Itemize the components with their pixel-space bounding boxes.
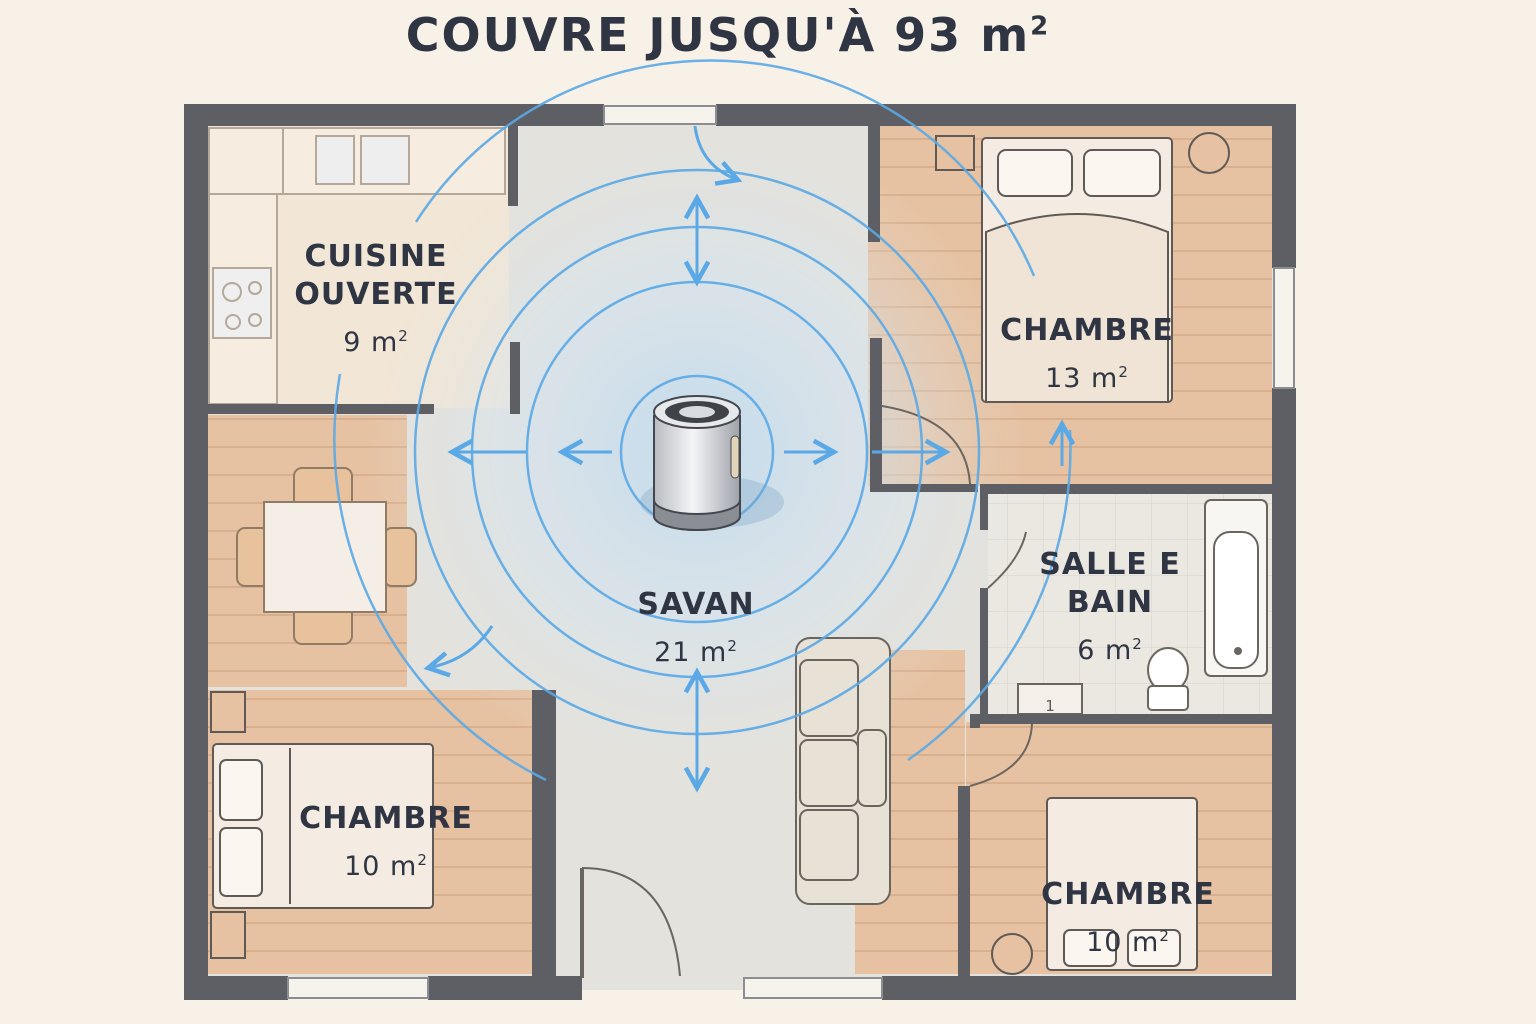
bedroom-bottom-left-name: CHAMBRE xyxy=(299,801,473,836)
bed-icon xyxy=(991,797,1198,975)
walls xyxy=(184,104,1296,1000)
kitchen-area-value: 9 m xyxy=(343,327,399,358)
title-text: COUVRE JUSQU'À 93 m xyxy=(405,8,1031,62)
room-label-bedroom-bottom-left: CHAMBRE 10 m2 xyxy=(286,800,486,889)
living-area-value: 21 m xyxy=(654,637,728,668)
living-name: SAVAN xyxy=(637,587,755,622)
living-area-sup: 2 xyxy=(727,637,738,655)
sink-icon xyxy=(315,135,355,185)
bathroom-area-sup: 2 xyxy=(1132,635,1143,653)
bedroom-bottom-right-area-value: 10 m xyxy=(1086,927,1160,958)
bathroom-name-line1: SALLE E xyxy=(1039,547,1181,582)
airflow-arrow-icon xyxy=(428,125,1062,788)
dining-table-icon xyxy=(236,467,417,645)
title-superscript: 2 xyxy=(1030,11,1051,42)
bed-icon xyxy=(210,691,434,959)
bathroom-name-line2: BAIN xyxy=(1066,585,1154,620)
bed-icon xyxy=(935,132,1230,403)
room-label-kitchen: CUISINE OUVERTE 9 m2 xyxy=(276,238,476,365)
toilet-icon xyxy=(1147,647,1189,711)
stove-icon xyxy=(212,267,272,339)
bedroom-bottom-right-area-sup: 2 xyxy=(1159,927,1170,945)
room-label-bedroom-bottom-right: CHAMBRE 10 m2 xyxy=(1028,876,1228,965)
room-label-bedroom-top-right: CHAMBRE 13 m2 xyxy=(990,312,1184,401)
living-area: 21 m2 xyxy=(596,624,796,675)
bathroom-area-value: 6 m xyxy=(1077,635,1133,666)
kitchen-name-line1: CUISINE xyxy=(304,239,448,274)
kitchen-counter-top xyxy=(208,127,506,195)
bedroom-top-right-area-sup: 2 xyxy=(1118,363,1129,381)
bedroom-bottom-right-name: CHAMBRE xyxy=(1041,877,1215,912)
bedroom-bottom-left-area: 10 m2 xyxy=(286,838,486,889)
bath-fixtures xyxy=(1017,499,1268,715)
window-icon xyxy=(287,105,1295,999)
bedroom-top-right-name: CHAMBRE xyxy=(1000,313,1174,348)
bedroom-bottom-left-area-sup: 2 xyxy=(417,851,428,869)
kitchen-name-line2: OUVERTE xyxy=(294,277,458,312)
bedroom-bottom-left-area-value: 10 m xyxy=(344,851,418,882)
sofa-icon xyxy=(795,637,891,905)
bedroom-bottom-right-area: 10 m2 xyxy=(1028,914,1228,965)
bath-cabinet-number: 1 xyxy=(1045,697,1055,715)
kitchen-area-sup: 2 xyxy=(398,327,409,345)
kitchen-area: 9 m2 xyxy=(276,314,476,365)
room-label-bathroom: SALLE E BAIN 6 m2 xyxy=(1020,546,1200,673)
room-label-living: SAVAN 21 m2 xyxy=(596,586,796,675)
bedroom-top-right-area-value: 13 m xyxy=(1045,363,1119,394)
bath-cabinet xyxy=(1017,683,1083,715)
air-purifier-icon xyxy=(640,395,784,531)
page-title: COUVRE JUSQU'À 93 m2 xyxy=(0,8,1456,62)
sink-basin-icon xyxy=(360,135,410,185)
bathroom-area: 6 m2 xyxy=(1020,622,1200,673)
door-icon xyxy=(580,405,1033,978)
bedroom-top-right-area: 13 m2 xyxy=(990,350,1184,401)
